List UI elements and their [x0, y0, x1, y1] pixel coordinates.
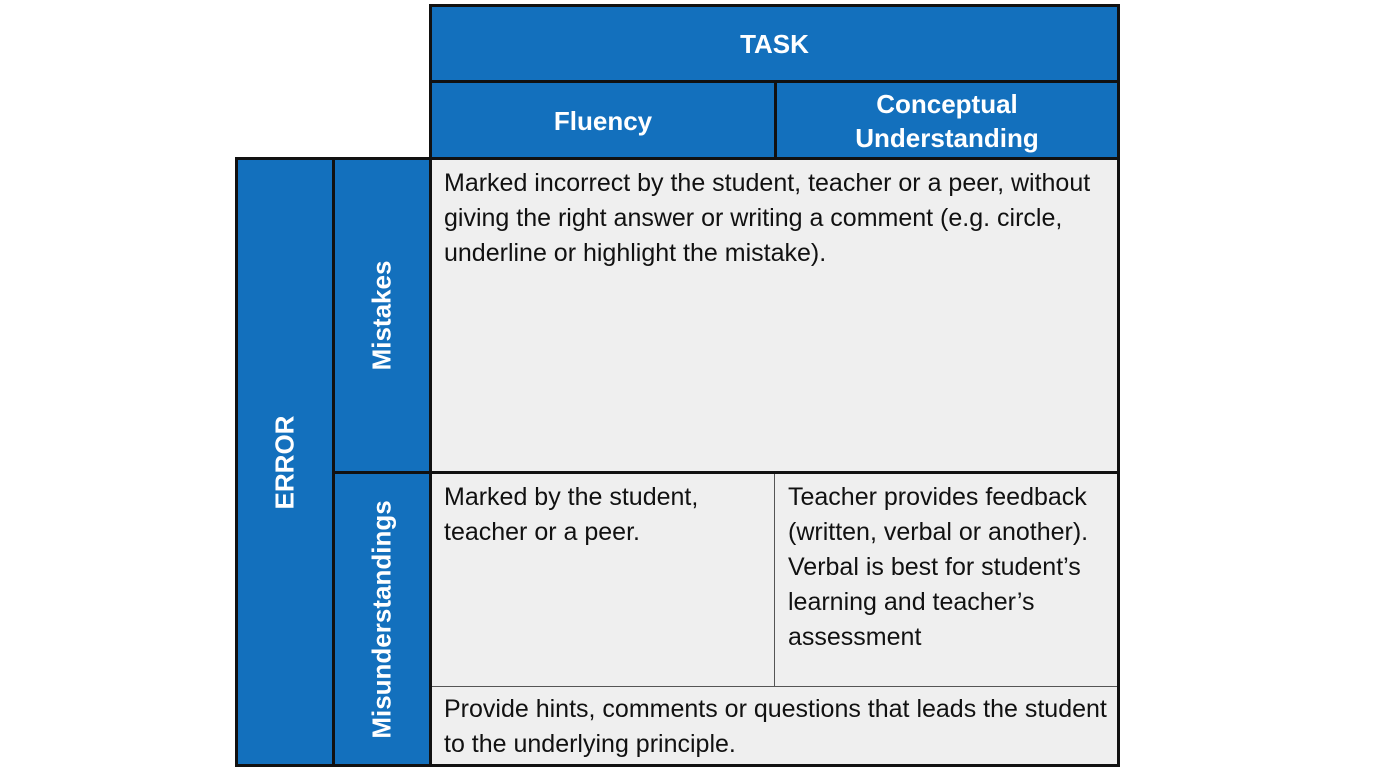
cell-bottom: Provide hints, comments or questions tha… [432, 687, 1117, 764]
header-task: TASK [429, 4, 1120, 83]
side-misunderstandings-label: Misunderstandings [366, 499, 397, 739]
side-error-label: ERROR [269, 415, 300, 509]
cell-divider-vertical [774, 474, 775, 686]
header-fluency-label: Fluency [553, 105, 653, 136]
header-conceptual-label: Conceptual Understanding [855, 88, 1039, 153]
side-misunderstandings: Misunderstandings [332, 471, 432, 767]
row-divider [429, 471, 1120, 474]
header-task-label: TASK [740, 28, 809, 59]
cell-misund-conceptual-text-1: Teacher provides feedback (written, verb… [788, 483, 1089, 546]
cell-misund-conceptual-text-2: Verbal is best for student’s learning an… [788, 553, 1081, 651]
cell-divider-horizontal [432, 686, 1117, 687]
cell-misund-fluency-text: Marked by the student, teacher or a peer… [444, 483, 699, 546]
header-fluency: Fluency [429, 80, 777, 161]
side-mistakes-label: Mistakes [366, 260, 397, 371]
cell-misund-fluency: Marked by the student, teacher or a peer… [432, 474, 774, 686]
cell-mistakes: Marked incorrect by the student, teacher… [432, 160, 1117, 471]
header-conceptual: Conceptual Understanding [774, 80, 1120, 161]
side-mistakes: Mistakes [332, 157, 432, 474]
side-error: ERROR [235, 157, 335, 767]
cell-misund-conceptual: Teacher provides feedback (written, verb… [775, 474, 1117, 686]
cell-bottom-text: Provide hints, comments or questions tha… [444, 695, 1107, 758]
cell-mistakes-text: Marked incorrect by the student, teacher… [444, 169, 1091, 267]
